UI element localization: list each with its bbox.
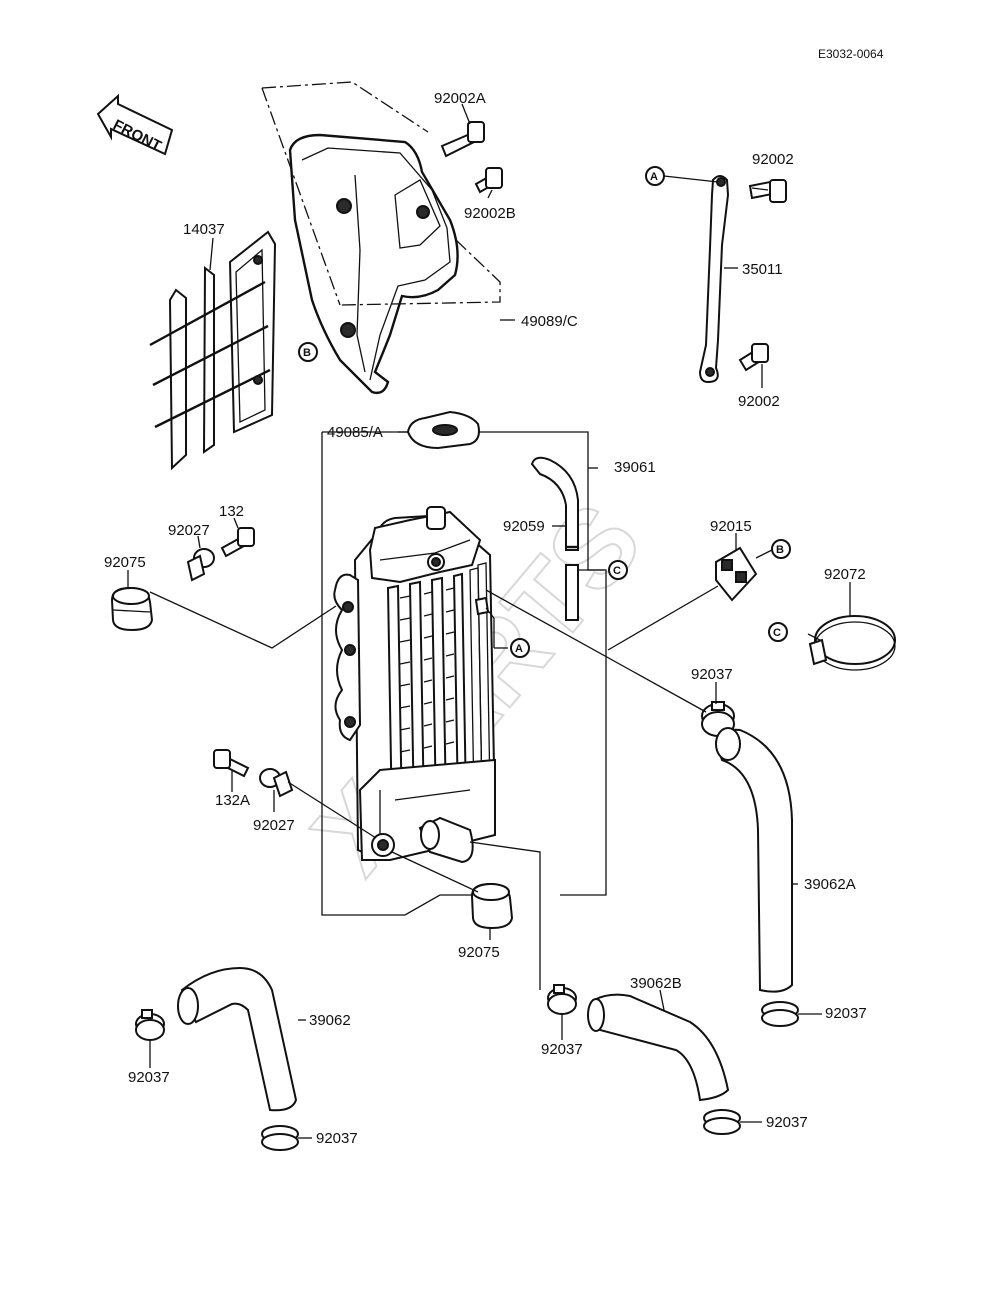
hose-39062-icon xyxy=(177,966,298,1112)
hose-39062A-icon xyxy=(714,727,793,993)
svg-text:C: C xyxy=(613,565,621,577)
clamp-92037-left-icon xyxy=(135,1009,165,1041)
label-35011: 35011 xyxy=(742,261,783,278)
label-92037-center: 92037 xyxy=(541,1041,583,1058)
radiator-guard-shroud xyxy=(261,81,501,395)
label-92075-left: 92075 xyxy=(104,554,146,571)
label-92037-left: 92037 xyxy=(128,1069,170,1086)
collar-92027-bottom-icon xyxy=(259,768,294,798)
collar-92027-icon xyxy=(186,548,215,582)
clamp-92037-bottom-left-icon xyxy=(261,1125,299,1151)
callout-b-damper: B xyxy=(771,539,791,559)
label-92037-bottom-left: 92037 xyxy=(316,1130,358,1147)
label-92015: 92015 xyxy=(710,518,752,535)
clamp-92037-mid-icon xyxy=(701,701,735,737)
label-92037-right-upper: 92037 xyxy=(825,1005,867,1022)
label-49085A: 49085/A xyxy=(327,424,383,441)
callout-c-band: C xyxy=(768,622,788,642)
damper-92015-icon xyxy=(715,546,758,602)
hose-39062B-icon xyxy=(587,993,730,1102)
label-39062A: 39062A xyxy=(804,876,856,893)
bolt-132-icon xyxy=(220,527,255,558)
label-92072: 92072 xyxy=(824,566,866,583)
callout-a-top: A xyxy=(645,166,665,186)
label-92002-top: 92002 xyxy=(752,151,794,168)
callout-c-hose: C xyxy=(608,560,628,580)
radiator-cap xyxy=(406,410,480,450)
svg-text:A: A xyxy=(650,171,658,183)
label-39062B: 39062B xyxy=(630,975,682,992)
overflow-hose xyxy=(530,456,579,621)
svg-text:A: A xyxy=(515,643,523,655)
label-92059: 92059 xyxy=(503,518,545,535)
front-arrow-icon: FRONT xyxy=(96,93,174,156)
bolt-132A-icon xyxy=(213,749,250,778)
grommet-92075-left-icon xyxy=(110,586,154,632)
svg-text:B: B xyxy=(303,347,311,359)
leader-lines xyxy=(127,103,851,1139)
label-49089C: 49089/C xyxy=(521,313,578,330)
callout-b-left: B xyxy=(298,342,318,362)
diagram-code: E3032-0064 xyxy=(818,47,884,61)
part-labels: 92002A 92002B 14037 49089/C 92002 35011 … xyxy=(104,90,867,1147)
svg-text:C: C xyxy=(773,627,781,639)
radiator-stay-bracket xyxy=(698,175,787,384)
band-92072-icon xyxy=(808,615,896,671)
label-92002-bottom: 92002 xyxy=(738,393,780,410)
label-92075-bottom: 92075 xyxy=(458,944,500,961)
clamp-92037-center-icon xyxy=(547,984,577,1015)
label-92037-mid: 92037 xyxy=(691,666,733,683)
label-92002B: 92002B xyxy=(464,205,516,222)
grommet-92075-bottom-icon xyxy=(470,882,514,930)
label-132: 132 xyxy=(219,503,244,520)
label-92037-right-lower: 92037 xyxy=(766,1114,808,1131)
callout-a-radiator: A xyxy=(510,638,530,658)
label-92027-top: 92027 xyxy=(168,522,210,539)
label-39062: 39062 xyxy=(309,1012,351,1029)
clamp-92037-right-upper-icon xyxy=(761,1001,799,1027)
label-39061: 39061 xyxy=(614,459,656,476)
radiator-louver-grille xyxy=(149,230,277,471)
svg-text:B: B xyxy=(776,544,784,556)
label-14037: 14037 xyxy=(183,221,225,238)
bolt-92002A-icon xyxy=(440,121,485,158)
label-132A: 132A xyxy=(215,792,250,809)
label-92002A: 92002A xyxy=(434,90,486,107)
label-92027-bottom: 92027 xyxy=(253,817,295,834)
bolt-92002B-icon xyxy=(474,167,503,194)
clamp-92037-right-lower-icon xyxy=(703,1109,741,1135)
